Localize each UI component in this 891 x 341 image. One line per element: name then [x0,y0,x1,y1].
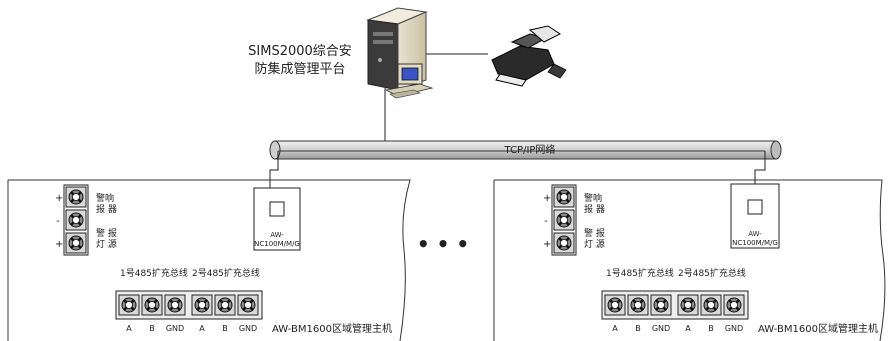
relay-label-bottom-3: 灯 源 [584,239,605,250]
printer-icon [491,25,567,87]
terminal-label: GND [652,324,670,333]
terminal-label: B [708,324,714,333]
relay-sign-1: + [543,193,551,204]
relay-sign-3: + [55,239,63,250]
terminal-label: GND [239,324,257,333]
bus1-label: 1号485扩充总线 [606,267,674,279]
network-module-left [253,187,301,251]
relay-sign-2: - [544,216,548,227]
terminal-label: GND [725,324,743,333]
terminal-label: A [685,324,691,333]
workstation-icon [384,63,434,99]
relay-label-top-3: 警 报 [584,227,605,239]
network-label: TCP/IP网络 [504,143,556,156]
controller-label: AW-BM1600区域管理主机 [272,322,392,335]
controller-panel-right: + - + 警响 报 器 警 报 灯 源 AW- NC100M/M/G 1号48… [493,179,886,341]
relay-sign-2: - [56,216,60,227]
terminal-label: GND [166,324,184,333]
relay-label-top-3: 警 报 [96,227,117,239]
network-module-right [730,183,780,249]
bus1-label: 1号485扩充总线 [120,267,188,279]
more-panels-ellipsis: • • • [417,232,469,256]
module-text-2: NC100M/M/G [732,239,778,247]
terminal-label: B [635,324,641,333]
controller-panel-left: + - + 警响 报 器 警 报 灯 源 AW- NC100M/M/G 1号48… [7,179,411,341]
relay-label-bottom-1: 报 器 [96,203,117,215]
module-text-2: NC100M/M/G [254,240,300,248]
relay-label-top-1: 警响 [584,192,602,204]
controller-label: AW-BM1600区域管理主机 [758,322,878,335]
relay-label-bottom-3: 灯 源 [96,239,117,250]
terminal-label: A [612,324,618,333]
relay-sign-3: + [543,239,551,250]
bus-terminal-block [115,290,263,320]
platform-label-line2: 防集成管理平台 [254,61,345,77]
module-text-1: AW- [748,230,762,238]
terminal-label: A [126,324,132,333]
relay-label-bottom-1: 报 器 [584,203,605,215]
relay-terminals [551,184,577,256]
relay-label-top-1: 警响 [96,192,114,204]
module-text-1: AW- [270,231,284,239]
bus2-label: 2号485扩充总线 [678,267,746,279]
tcpip-network-pipe [269,140,782,160]
relay-terminals [63,184,89,256]
terminal-label: A [199,324,205,333]
relay-sign-1: + [55,193,63,204]
terminal-label: B [149,324,155,333]
bus-terminal-block [601,290,749,320]
terminal-label: B [222,324,228,333]
platform-label-line1: SIMS2000综合安 [248,44,352,59]
bus2-label: 2号485扩充总线 [192,267,260,279]
